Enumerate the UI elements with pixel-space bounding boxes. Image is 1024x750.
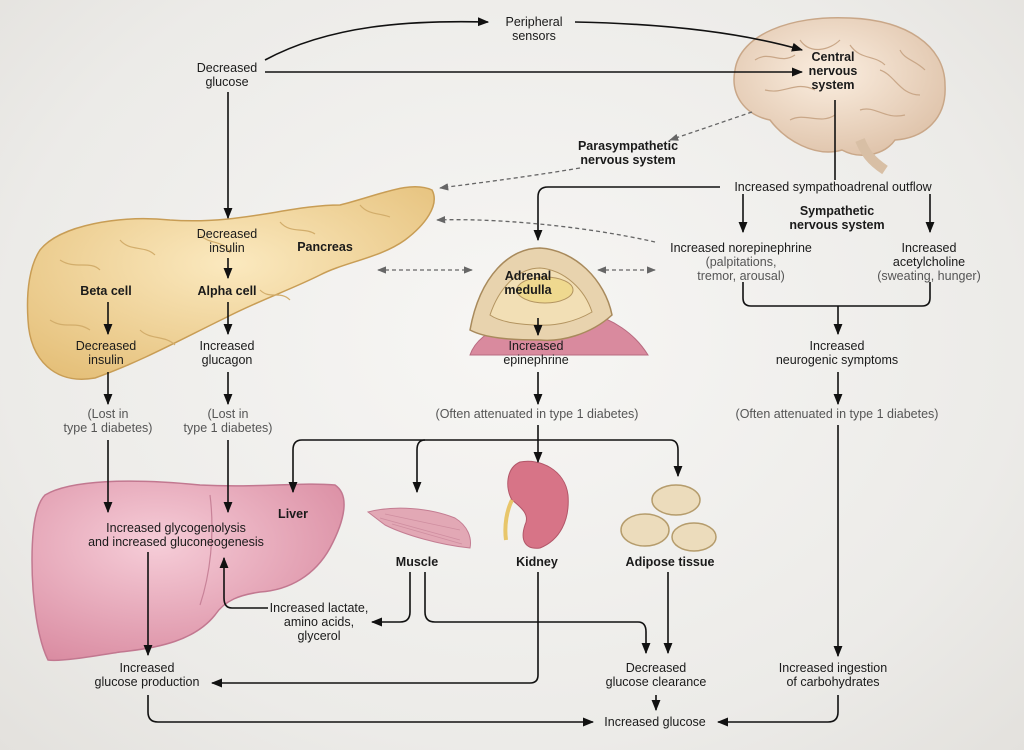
liver-illustration [31,480,345,662]
node-liver: Liver [278,507,308,521]
adipose-illustration [620,484,717,552]
node-kidney: Kidney [516,555,558,569]
arrow-outflow-to-adrenal [533,186,720,242]
dashed-parasympathetic-to-pancreas [439,167,581,191]
arrow-glucose-to-sensors [264,17,490,61]
kidney-illustration [503,460,569,549]
arrow-ingestion-to-glucose [716,695,839,727]
arrow-kidney-to-production [210,572,539,688]
arrow-branch-to-adipose [538,439,683,478]
adrenal-illustration [469,247,649,356]
node-norepinephrine-note: (palpitations,tremor, arousal) [697,255,785,283]
arrow-sensors-to-cns [574,21,804,52]
node-attenuated-epinephrine: (Often attenuated in type 1 diabetes) [435,407,639,421]
node-increased-glucose: Increased glucose [604,715,706,729]
node-sympathoadrenal-outflow: Increased sympathoadrenal outflow [734,180,932,194]
node-attenuated-symptoms: (Often attenuated in type 1 diabetes) [735,407,939,421]
dashed-cns-to-parasympathetic [669,111,753,141]
arrow-branch-to-liver [288,439,538,494]
brain-illustration [733,16,946,175]
muscle-illustration [366,507,471,549]
arrow-lactate-to-liver [219,556,268,609]
arrow-muscle-to-lactate [370,572,411,627]
node-acetylcholine-note: (sweating, hunger) [877,269,981,283]
join-symptoms [742,282,931,307]
node-adipose: Adipose tissue [625,555,715,569]
node-muscle: Muscle [395,555,439,569]
node-increased-norepinephrine: Increased norepinephrine [670,241,812,255]
dashed-norepinephrine-to-pancreas [436,216,656,243]
node-alpha-cell: Alpha cell [197,284,257,298]
arrow-production-to-glucose [147,695,595,727]
arrow-muscle-to-clearance [424,572,651,655]
arrow-branch-to-muscle [412,439,426,494]
node-pancreas: Pancreas [297,240,353,254]
node-beta-cell: Beta cell [80,284,132,298]
node-lactate: Increased lactate,amino acids,glycerol [269,601,369,643]
